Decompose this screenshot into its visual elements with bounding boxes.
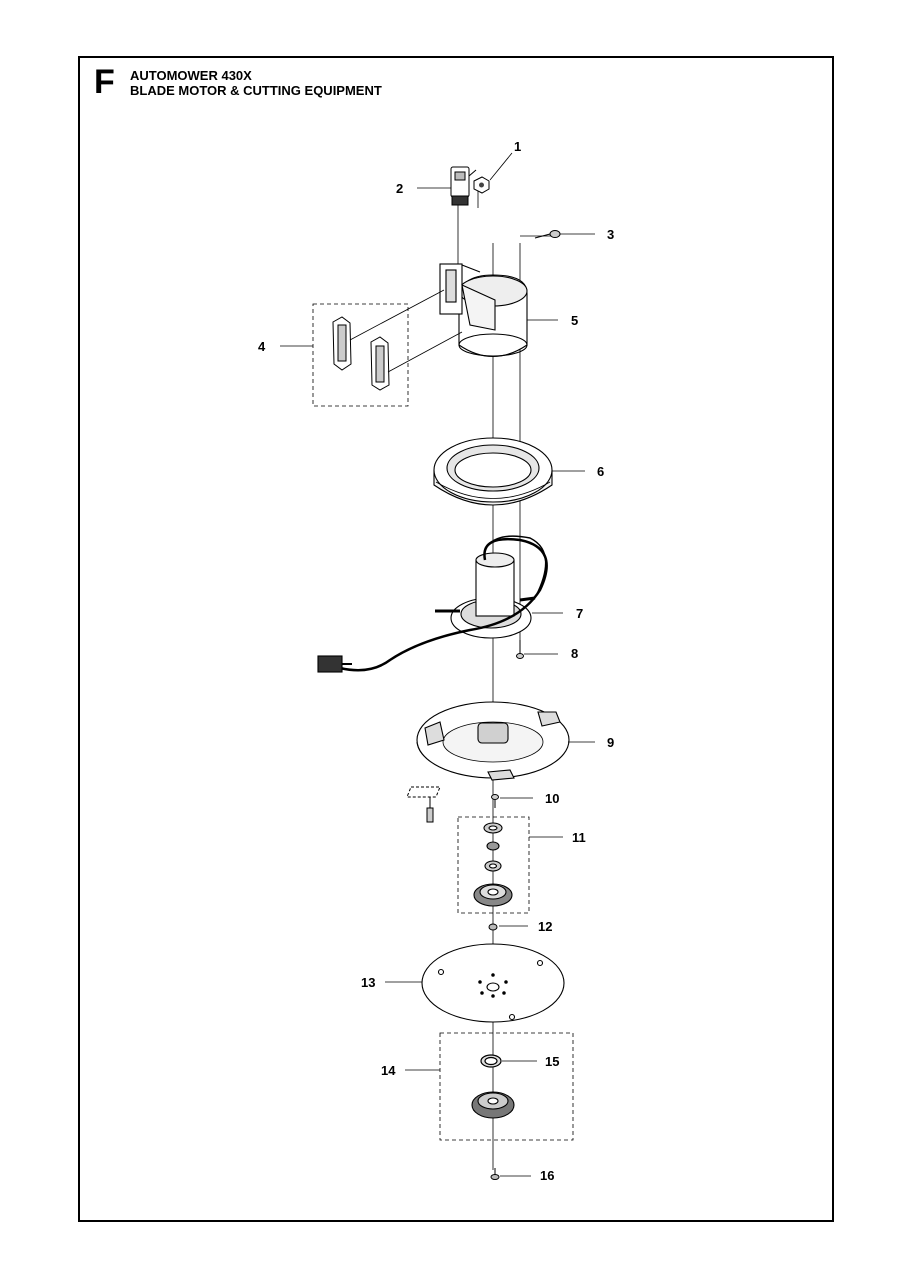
page-frame	[78, 56, 834, 1222]
part-label-15: 15	[545, 1054, 559, 1069]
part-14-lower-hub-group	[439, 1032, 574, 1141]
part-label-12: 12	[538, 919, 552, 934]
part-6-ring-cover	[433, 437, 553, 506]
part-label-14: 14	[381, 1063, 396, 1078]
part-label-6: 6	[597, 464, 604, 479]
part-label-5: 5	[571, 313, 578, 328]
part-13-blade-disc	[421, 943, 565, 1023]
part-2-clip	[450, 166, 477, 206]
decal-and-screw	[406, 786, 441, 823]
part-10-screw	[491, 794, 499, 808]
section-letter: F	[94, 63, 115, 101]
part-5-motor-housing	[439, 263, 528, 357]
leader-lines	[280, 152, 595, 1177]
part-3-screw	[534, 230, 561, 239]
part-11-hub-group	[457, 816, 530, 914]
model-title: AUTOMOWER 430X	[130, 68, 252, 83]
section-title: BLADE MOTOR & CUTTING EQUIPMENT	[130, 83, 382, 98]
part-label-16: 16	[540, 1168, 554, 1183]
part-9-chassis-disc	[416, 701, 570, 781]
part-label-7: 7	[576, 606, 583, 621]
part-label-10: 10	[545, 791, 559, 806]
part-label-2: 2	[396, 181, 403, 196]
part-8-screw	[516, 640, 524, 659]
part-label-11: 11	[572, 830, 586, 845]
part-7-blade-motor	[317, 535, 548, 673]
part-12-nut	[488, 923, 498, 931]
part-label-4: 4	[258, 339, 266, 354]
part-16-screw	[490, 1168, 500, 1180]
part-number-labels: 1 2 3 4 5 6 7 8 9 10 11 12 13 14 15 16	[258, 139, 614, 1183]
part-label-8: 8	[571, 646, 578, 661]
part-4-bracket-group	[312, 289, 463, 407]
part-label-3: 3	[607, 227, 614, 242]
part-15-washer	[480, 1054, 502, 1068]
part-label-1: 1	[514, 139, 521, 154]
part-1-nut	[473, 176, 490, 194]
part-label-13: 13	[361, 975, 375, 990]
part-label-9: 9	[607, 735, 614, 750]
